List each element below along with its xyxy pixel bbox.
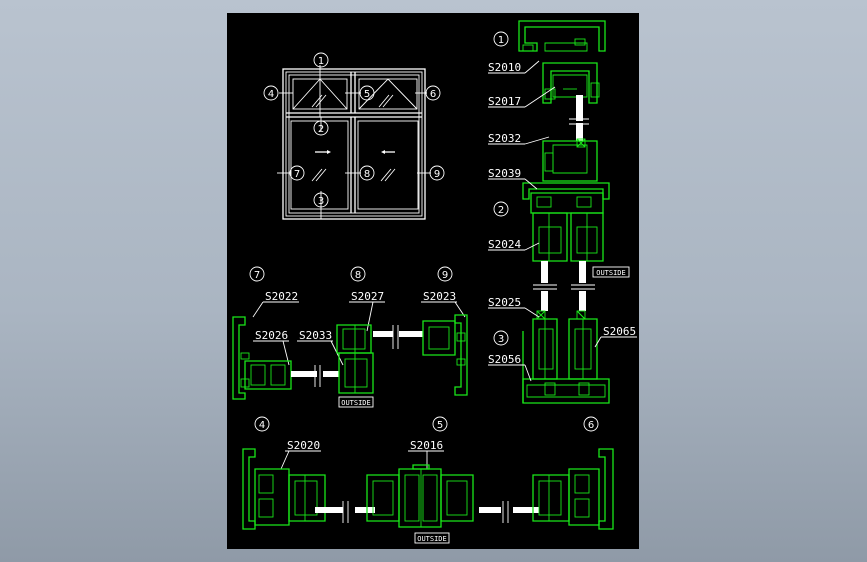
label-s2023: S2023: [423, 290, 456, 303]
horizontal-section-7-8-9: 7 8 9 S2022 S2027 S2023 S2026 S2033: [232, 266, 468, 408]
drawing-sheet: 1 4 5 6 2 7 8 9 3 1 2 3: [227, 13, 639, 549]
marker-2: 2: [318, 124, 324, 135]
marker-9: 9: [434, 169, 440, 180]
hsec-marker-6: 6: [588, 420, 594, 431]
label-s2010: S2010: [488, 61, 521, 74]
vsec-marker-3: 3: [498, 334, 504, 345]
label-s2033: S2033: [299, 329, 332, 342]
label-s2024: S2024: [488, 238, 521, 251]
label-s2027: S2027: [351, 290, 384, 303]
label-s2039: S2039: [488, 167, 521, 180]
label-s2065: S2065: [603, 325, 636, 338]
label-s2025: S2025: [488, 296, 521, 309]
hsec-marker-9: 9: [442, 270, 448, 281]
hsec-marker-4: 4: [259, 420, 265, 431]
marker-7: 7: [294, 169, 300, 180]
label-s2016: S2016: [410, 439, 443, 452]
outside-label-middle: OUTSIDE: [341, 399, 371, 407]
section-markers: 1 4 5 6 2 7 8 9 3: [263, 52, 445, 208]
window-elevation: [277, 65, 431, 220]
vsec-marker-1: 1: [498, 35, 504, 46]
marker-3: 3: [318, 196, 324, 207]
label-s2056: S2056: [488, 353, 521, 366]
hsec-marker-7: 7: [254, 270, 260, 281]
marker-1: 1: [318, 56, 324, 67]
hsec-marker-5: 5: [437, 420, 443, 431]
vertical-section-labels: S2010 S2017 S2032 S2039 S2024 S2025 S205…: [488, 60, 637, 382]
marker-6: 6: [430, 89, 436, 100]
vsec-marker-2: 2: [498, 205, 504, 216]
outside-label-vertical: OUTSIDE: [596, 269, 626, 277]
outside-label-bottom: OUTSIDE: [417, 535, 447, 543]
horizontal-section-4-5-6: 4 5 6 S2020 S2016: [242, 416, 614, 544]
label-s2020: S2020: [287, 439, 320, 452]
marker-5: 5: [364, 89, 370, 100]
cad-drawing: 1 4 5 6 2 7 8 9 3 1 2 3: [232, 20, 637, 544]
label-s2026: S2026: [255, 329, 288, 342]
label-s2022: S2022: [265, 290, 298, 303]
hsec-marker-8: 8: [355, 270, 361, 281]
label-s2032: S2032: [488, 132, 521, 145]
marker-4: 4: [268, 89, 274, 100]
marker-8: 8: [364, 169, 370, 180]
vertical-section: 1 2 3: [493, 20, 630, 404]
label-s2017: S2017: [488, 95, 521, 108]
